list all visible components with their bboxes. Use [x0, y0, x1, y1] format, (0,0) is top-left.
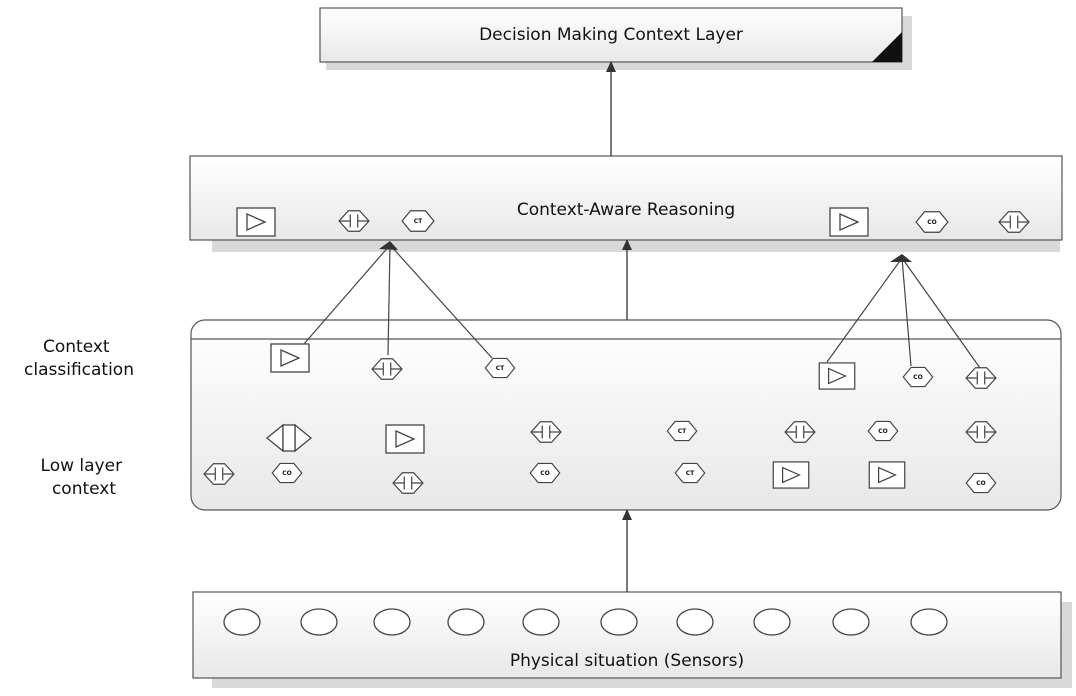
sensor-circles [223, 608, 948, 636]
ct-hex-icon: CT [401, 210, 435, 232]
sensor-circle [373, 608, 411, 636]
arrowhead-left-group [379, 241, 398, 250]
svg-text:CO: CO [927, 219, 937, 226]
co-hex-icon: CO [529, 462, 561, 484]
co-hex-icon: CO [902, 366, 934, 388]
low-layer-symbols-row1: CT CO [266, 420, 997, 454]
play-box-icon [236, 207, 276, 237]
co-hex-icon: CO [271, 462, 303, 484]
label-low-layer-context: Low layer context [41, 456, 128, 499]
reasoning-layer-box: Context-Aware Reasoning [189, 155, 1063, 252]
play-box-icon [270, 343, 310, 373]
svg-text:CT: CT [414, 218, 423, 225]
svg-text:CO: CO [540, 470, 550, 477]
sensors-layer-box: Physical situation (Sensors) [192, 591, 1072, 688]
co-hex-icon: CO [965, 472, 997, 494]
play-box-icon [385, 424, 425, 454]
layer-arrows [606, 61, 632, 592]
co-hex-icon: CO [867, 420, 899, 442]
decision-layer-label: Decision Making Context Layer [479, 25, 743, 45]
svg-text:CT: CT [686, 470, 695, 477]
svg-text:CT: CT [496, 365, 505, 372]
svg-text:CT: CT [678, 428, 687, 435]
label-context-classification: Context classification [24, 337, 134, 380]
sensor-circle [522, 608, 560, 636]
svg-text:CO: CO [878, 428, 888, 435]
reasoning-symbols: CT CO [236, 207, 1030, 237]
play-box-icon [772, 461, 810, 489]
classification-symbols: CT CO [270, 343, 997, 390]
sensor-circle [753, 608, 791, 636]
svg-text:CO: CO [282, 470, 292, 477]
sensor-circle [676, 608, 714, 636]
co-hex-icon: CO [915, 211, 949, 233]
reasoning-layer-label: Context-Aware Reasoning [517, 200, 735, 220]
play-box-icon [818, 362, 856, 390]
decision-layer-box: Decision Making Context Layer [319, 7, 912, 70]
arrowhead-right-group [890, 254, 912, 262]
low-layer-symbols-row2: CO CO CT CO [203, 461, 997, 494]
sensor-circle [447, 608, 485, 636]
classification-arrows-left [303, 244, 493, 359]
sensor-circle [300, 608, 338, 636]
sensor-circle [600, 608, 638, 636]
ct-hex-icon: CT [674, 462, 706, 484]
context-container [190, 319, 1062, 511]
ct-hex-icon: CT [666, 420, 698, 442]
play-box-icon [829, 207, 869, 237]
svg-text:CO: CO [913, 374, 923, 381]
sensor-circle [910, 608, 948, 636]
ct-hex-icon: CT [484, 357, 516, 379]
play-box-icon [868, 461, 906, 489]
sensor-circle [832, 608, 870, 636]
classification-arrows-right [826, 257, 981, 369]
sensor-circle [223, 608, 261, 636]
svg-text:CO: CO [976, 480, 986, 487]
sensors-layer-label: Physical situation (Sensors) [510, 651, 744, 671]
